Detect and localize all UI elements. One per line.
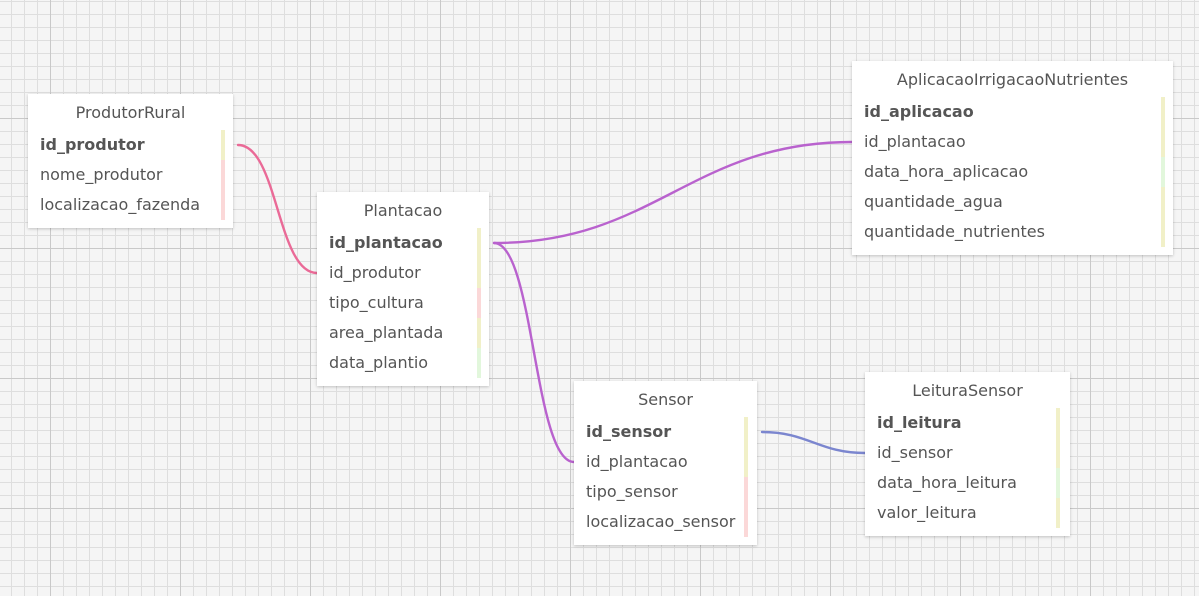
field-label: id_plantacao <box>586 452 688 471</box>
field-label: data_hora_leitura <box>877 473 1017 492</box>
field-type-marker <box>744 417 748 447</box>
relationship-line[interactable] <box>492 241 576 464</box>
field-label: id_plantacao <box>329 233 443 252</box>
relationship-line[interactable] <box>760 430 867 455</box>
table-aplicacaoirrigacaonutrientes[interactable]: AplicacaoIrrigacaoNutrientes id_aplicacao… <box>852 61 1173 255</box>
field-label: valor_leitura <box>877 503 977 522</box>
field-label: id_sensor <box>586 422 672 441</box>
field-type-marker <box>477 348 481 378</box>
table-field[interactable]: quantidade_nutrientes <box>852 217 1173 247</box>
table-field[interactable]: data_plantio <box>317 348 489 378</box>
field-type-marker <box>744 507 748 537</box>
field-label: id_aplicacao <box>864 102 974 121</box>
field-type-marker <box>1056 498 1060 528</box>
table-field[interactable]: id_plantacao <box>852 127 1173 157</box>
table-title: ProdutorRural <box>75 103 186 122</box>
field-label: localizacao_fazenda <box>40 195 201 214</box>
field-label: localizacao_sensor <box>586 512 736 531</box>
field-type-marker <box>744 477 748 507</box>
field-type-marker <box>1056 438 1060 468</box>
table-title: Sensor <box>638 390 693 409</box>
field-type-marker <box>1056 408 1060 438</box>
field-type-marker <box>1161 217 1165 247</box>
field-label: tipo_cultura <box>329 293 424 312</box>
field-label: id_sensor <box>877 443 953 462</box>
table-leiturasensor[interactable]: LeituraSensor id_leitura id_sensor data_hor… <box>865 372 1070 536</box>
field-label: id_produtor <box>329 263 421 282</box>
primary-key-field[interactable]: id_sensor <box>574 417 757 447</box>
table-field[interactable]: id_produtor <box>317 258 489 288</box>
field-label: data_hora_aplicacao <box>864 162 1029 181</box>
field-label: nome_produtor <box>40 165 163 184</box>
field-type-marker <box>1161 97 1165 127</box>
table-field[interactable]: tipo_cultura <box>317 288 489 318</box>
field-label: id_plantacao <box>864 132 966 151</box>
table-field[interactable]: id_plantacao <box>574 447 757 477</box>
table-field[interactable]: data_hora_leitura <box>865 468 1070 498</box>
table-field[interactable]: quantidade_agua <box>852 187 1173 217</box>
table-field[interactable]: localizacao_fazenda <box>28 190 233 220</box>
field-label: id_leitura <box>877 413 962 432</box>
primary-key-field[interactable]: id_plantacao <box>317 228 489 258</box>
field-type-marker <box>1161 187 1165 217</box>
field-label: quantidade_nutrientes <box>864 222 1045 241</box>
field-type-marker <box>477 288 481 318</box>
relationship-line[interactable] <box>236 143 319 275</box>
field-type-marker <box>477 228 481 258</box>
field-label: quantidade_agua <box>864 192 1003 211</box>
primary-key-field[interactable]: id_aplicacao <box>852 97 1173 127</box>
field-label: id_produtor <box>40 135 145 154</box>
field-type-marker <box>221 190 225 220</box>
table-field[interactable]: id_sensor <box>865 438 1070 468</box>
field-type-marker <box>477 258 481 288</box>
field-type-marker <box>221 160 225 190</box>
table-field[interactable]: tipo_sensor <box>574 477 757 507</box>
primary-key-field[interactable]: id_produtor <box>28 130 233 160</box>
table-title: Plantacao <box>363 201 443 220</box>
field-type-marker <box>221 130 225 160</box>
table-field[interactable]: area_plantada <box>317 318 489 348</box>
field-label: tipo_sensor <box>586 482 678 501</box>
table-title: LeituraSensor <box>912 381 1023 400</box>
table-field[interactable]: localizacao_sensor <box>574 507 757 537</box>
field-type-marker <box>1056 468 1060 498</box>
field-type-marker <box>477 318 481 348</box>
field-type-marker <box>1161 157 1165 187</box>
field-label: area_plantada <box>329 323 444 342</box>
table-field[interactable]: nome_produtor <box>28 160 233 190</box>
relationship-line[interactable] <box>492 140 854 245</box>
table-plantacao[interactable]: Plantacao id_plantacao id_produtor tipo_cul… <box>317 192 489 386</box>
table-title: AplicacaoIrrigacaoNutrientes <box>896 70 1129 89</box>
primary-key-field[interactable]: id_leitura <box>865 408 1070 438</box>
field-type-marker <box>744 447 748 477</box>
table-field[interactable]: valor_leitura <box>865 498 1070 528</box>
field-label: data_plantio <box>329 353 429 372</box>
field-type-marker <box>1161 127 1165 157</box>
table-field[interactable]: data_hora_aplicacao <box>852 157 1173 187</box>
